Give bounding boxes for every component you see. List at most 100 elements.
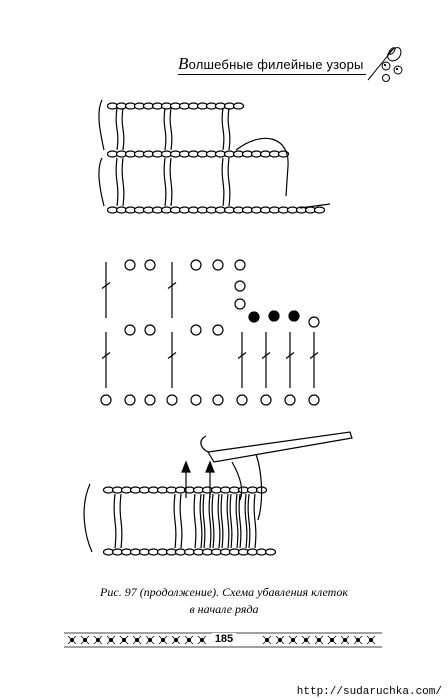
- figure-caption: Рис. 97 (продолжение). Схема убавления к…: [40, 584, 408, 618]
- border-dot: [109, 638, 114, 643]
- watermark-url: http://sudaruchka.com/: [296, 686, 442, 698]
- border-dot: [316, 638, 321, 643]
- stitch-cross: [237, 352, 247, 359]
- stitch-post: [115, 157, 119, 207]
- chain-loop: [232, 102, 245, 110]
- stitch-post: [244, 493, 248, 549]
- border-dot: [368, 638, 373, 643]
- running-header-title: Волшебные филейные узоры: [178, 54, 364, 74]
- stitch-post: [193, 493, 197, 549]
- open-circle-symbol: [212, 394, 224, 406]
- open-circle-symbol: [212, 259, 224, 271]
- open-circle-symbol: [190, 259, 202, 271]
- row-edge: [83, 483, 93, 553]
- border-dot: [199, 638, 204, 643]
- border-dot: [70, 638, 75, 643]
- border-dot: [83, 638, 88, 643]
- open-circle-symbol: [212, 324, 224, 336]
- border-dot: [303, 638, 308, 643]
- stitch-post: [163, 107, 167, 151]
- stitch-post: [229, 493, 233, 549]
- stitch-cross: [101, 352, 111, 359]
- stitch-post: [221, 107, 225, 151]
- stitch-post: [202, 493, 206, 549]
- caption-line-2: в начале ряда: [189, 602, 259, 616]
- arrow-head: [181, 460, 191, 473]
- stitch-post: [247, 493, 251, 549]
- page-number: 185: [0, 633, 448, 645]
- stitch-post: [169, 157, 173, 207]
- stitch-cross: [101, 282, 111, 289]
- stitch-post: [163, 157, 167, 207]
- stitch-post: [115, 107, 119, 151]
- open-circle-symbol: [124, 259, 136, 271]
- header-text: олшебные филейные узоры: [188, 57, 364, 72]
- stitch-post: [119, 493, 123, 549]
- open-circle-symbol: [144, 394, 156, 406]
- yarn-loop: [231, 461, 243, 501]
- stitch-post: [227, 107, 231, 151]
- caption-line-1: Рис. 97 (продолжение). Схема убавления к…: [100, 585, 348, 599]
- stitch-post: [121, 157, 125, 207]
- border-dot: [96, 638, 101, 643]
- stitch-post: [253, 493, 257, 549]
- yarn-loop: [255, 453, 263, 521]
- open-circle-symbol: [234, 280, 246, 292]
- border-dot: [160, 638, 165, 643]
- border-dot: [122, 638, 127, 643]
- stitch-post: [238, 493, 242, 549]
- open-circle-symbol: [144, 324, 156, 336]
- header-initial: В: [178, 54, 189, 73]
- border-dot: [355, 638, 360, 643]
- chain-loop: [264, 548, 277, 556]
- open-circle-symbol: [124, 324, 136, 336]
- open-circle-symbol: [234, 298, 246, 310]
- border-dot: [147, 638, 152, 643]
- open-circle-symbol: [166, 394, 178, 406]
- border-dot: [134, 638, 139, 643]
- stitch-post: [211, 493, 215, 549]
- stitch-cross: [285, 352, 295, 359]
- row-edge: [98, 99, 105, 151]
- stitch-post: [217, 493, 221, 549]
- stitch-post: [173, 493, 177, 549]
- open-circle-symbol: [260, 394, 272, 406]
- arrow-head: [205, 460, 215, 473]
- open-circle-symbol: [190, 394, 202, 406]
- stitch-cross: [261, 352, 271, 359]
- border-dot: [277, 638, 282, 643]
- border-dot: [342, 638, 347, 643]
- border-dot: [186, 638, 191, 643]
- open-circle-symbol: [124, 394, 136, 406]
- filled-circle-symbol: [248, 311, 260, 323]
- open-circle-symbol: [308, 394, 320, 406]
- open-circle-symbol: [284, 394, 296, 406]
- stitch-post: [220, 493, 224, 549]
- open-circle-symbol: [308, 316, 320, 328]
- yarn-end: [299, 203, 331, 209]
- crochet-hook: [207, 431, 353, 463]
- filled-circle-symbol: [288, 310, 300, 322]
- open-circle-symbol: [190, 324, 202, 336]
- stitch-post: [208, 493, 212, 549]
- chain-loop: [313, 206, 326, 214]
- border-dot: [290, 638, 295, 643]
- open-circle-symbol: [144, 259, 156, 271]
- stitch-post: [227, 157, 231, 207]
- needle-thread-icon: [367, 47, 403, 82]
- header-rule: [178, 74, 366, 75]
- open-circle-symbol: [234, 259, 246, 271]
- crochet-illustration-bottom: [83, 431, 353, 556]
- border-dot: [264, 638, 269, 643]
- filled-circle-symbol: [268, 310, 280, 322]
- crochet-illustration-top: [98, 99, 331, 214]
- stitch-cross: [309, 352, 319, 359]
- crochet-scheme-diagram: [100, 259, 320, 406]
- open-circle-symbol: [236, 394, 248, 406]
- stitch-cross: [167, 282, 177, 289]
- stitch-cross: [167, 352, 177, 359]
- open-circle-symbol: [100, 394, 112, 406]
- border-dot: [329, 638, 334, 643]
- stitch-post: [226, 493, 230, 549]
- stitch-post: [221, 157, 225, 207]
